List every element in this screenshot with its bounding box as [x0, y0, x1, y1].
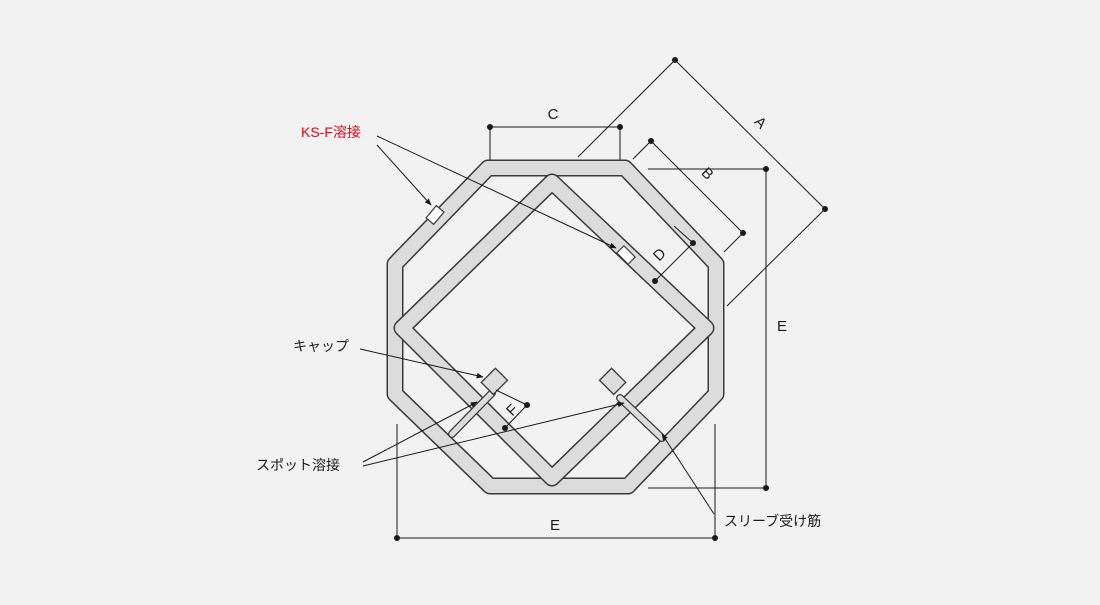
- sleeve-bar-left: [448, 367, 509, 438]
- label-cap: キャップ: [293, 338, 349, 354]
- leader-sleeve-bar: [661, 433, 715, 515]
- leader-ks-f-right: [376, 135, 617, 249]
- dimension-e-bottom: [396, 424, 716, 539]
- dimension-endpoints: [394, 57, 828, 541]
- dimension-e-right: [648, 168, 767, 489]
- label-spot-weld: スポット溶接: [256, 457, 340, 473]
- dimension-c: [489, 126, 621, 160]
- leader-spot-weld-right: [362, 401, 625, 467]
- label-sleeve-bar: スリーブ受け筋: [724, 513, 821, 529]
- dimension-f: [495, 389, 528, 429]
- leader-lines: [359, 135, 715, 515]
- ks-f-weld-mark-right: [615, 244, 637, 266]
- dimension-a: [577, 59, 826, 307]
- leader-spot-weld-left: [362, 401, 478, 463]
- dimension-label-e-right: E: [777, 318, 787, 335]
- dimension-label-d: D: [650, 245, 670, 265]
- octagon-hoop: [386, 159, 725, 495]
- sleeve-bar-right: [598, 367, 666, 442]
- dimension-d: [654, 225, 694, 282]
- dimension-label-f: F: [503, 401, 522, 420]
- dimension-label-b: B: [698, 164, 717, 183]
- label-ks-f-weld: KS-F溶接: [301, 124, 361, 140]
- dimension-label-a: A: [751, 113, 770, 132]
- cap-right: [598, 367, 627, 396]
- dimension-label-c: C: [548, 106, 559, 123]
- ks-f-weld-mark-left: [425, 204, 445, 226]
- leader-cap: [359, 348, 484, 379]
- cap-left: [480, 367, 509, 396]
- dimension-b: [632, 140, 744, 253]
- leader-ks-f-left: [376, 144, 432, 206]
- dimension-label-e-bottom: E: [550, 517, 560, 534]
